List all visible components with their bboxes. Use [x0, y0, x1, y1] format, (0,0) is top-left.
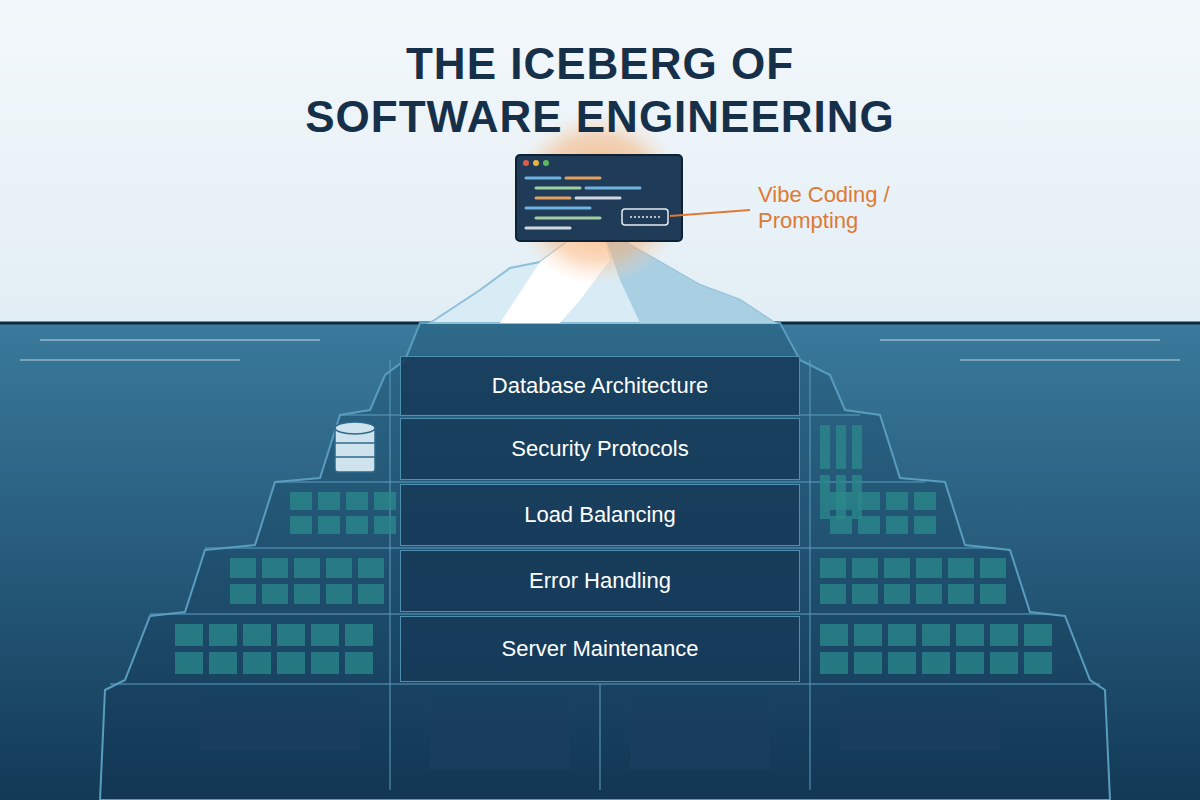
structure-block — [990, 652, 1018, 674]
structure-block — [836, 475, 846, 519]
structure-block — [294, 558, 320, 578]
structure-block — [820, 624, 848, 646]
structure-block — [358, 584, 384, 604]
structure-block — [318, 516, 340, 534]
structure-block — [854, 624, 882, 646]
structure-block — [318, 492, 340, 510]
structure-block — [326, 558, 352, 578]
structure-block — [922, 624, 950, 646]
structure-block — [311, 624, 339, 646]
sky — [0, 0, 1200, 323]
structure-block — [916, 558, 942, 578]
structure-block — [345, 624, 373, 646]
structure-block — [294, 584, 320, 604]
structure-block — [346, 516, 368, 534]
title: THE ICEBERG OF SOFTWARE ENGINEERING — [290, 38, 910, 144]
structure-block — [854, 652, 882, 674]
structure-block — [916, 584, 942, 604]
structure-block — [175, 624, 203, 646]
structure-block — [886, 492, 908, 510]
structure-block — [820, 652, 848, 674]
structure-block — [374, 492, 396, 510]
structure-block — [852, 558, 878, 578]
iceberg-band: Load Balancing — [400, 484, 800, 546]
structure-block — [980, 584, 1006, 604]
structure-block — [209, 624, 237, 646]
structure-block — [884, 584, 910, 604]
structure-block — [346, 492, 368, 510]
structure-block — [374, 516, 396, 534]
structure-block — [886, 516, 908, 534]
structure-block — [836, 425, 846, 469]
structure-block — [990, 624, 1018, 646]
structure-block — [262, 584, 288, 604]
structure-block — [277, 652, 305, 674]
structure-block — [820, 475, 830, 519]
structure-block — [209, 652, 237, 674]
structure-block — [277, 624, 305, 646]
structure-block — [230, 558, 256, 578]
structure-block — [980, 558, 1006, 578]
structure-block — [888, 652, 916, 674]
callout-label: Vibe Coding / Prompting — [758, 182, 968, 235]
iceberg-band: Server Maintenance — [400, 616, 800, 682]
band-label: Error Handling — [519, 568, 681, 594]
structure-block — [922, 652, 950, 674]
structure-block — [311, 652, 339, 674]
sea — [0, 323, 1200, 800]
structure-block — [820, 425, 830, 469]
structure-block — [852, 584, 878, 604]
structure-block — [1024, 624, 1052, 646]
structure-block — [243, 624, 271, 646]
band-label: Security Protocols — [501, 436, 698, 462]
structure-block — [948, 584, 974, 604]
structure-block — [888, 624, 916, 646]
structure-block — [948, 558, 974, 578]
structure-block — [175, 652, 203, 674]
structure-block — [345, 652, 373, 674]
band-label: Server Maintenance — [492, 636, 709, 662]
structure-block — [884, 558, 910, 578]
structure-block — [243, 652, 271, 674]
structure-block — [956, 624, 984, 646]
structure-block — [820, 584, 846, 604]
structure-block — [290, 516, 312, 534]
leader-line — [670, 210, 750, 216]
band-label: Database Architecture — [482, 373, 718, 399]
structure-block — [358, 558, 384, 578]
structure-block — [852, 475, 862, 519]
structure-block — [820, 558, 846, 578]
iceberg-band: Security Protocols — [400, 418, 800, 480]
band-label: Load Balancing — [514, 502, 686, 528]
iceberg-body — [100, 323, 1110, 800]
structure-block — [1024, 652, 1052, 674]
structure-block — [290, 492, 312, 510]
structure-block — [230, 584, 256, 604]
structure-block — [262, 558, 288, 578]
structure-block — [956, 652, 984, 674]
structure-block — [326, 584, 352, 604]
structure-block — [914, 516, 936, 534]
database-icon — [335, 422, 375, 472]
structure-block — [914, 492, 936, 510]
code-window — [516, 155, 682, 241]
structure-block — [852, 425, 862, 469]
base-blocks — [200, 700, 1000, 770]
iceberg-band: Database Architecture — [400, 356, 800, 416]
iceberg-band: Error Handling — [400, 550, 800, 612]
tier-lines — [110, 360, 1100, 790]
